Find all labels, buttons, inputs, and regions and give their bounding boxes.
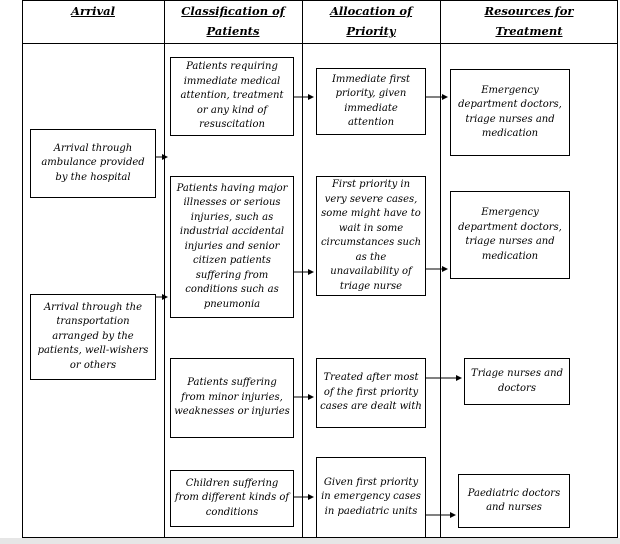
column-divider (302, 0, 303, 538)
resource-box-paediatric: Paediatric doctors and nurses (458, 474, 570, 528)
window-bottom-edge (0, 538, 620, 544)
arrival-transport-box: Arrival through the transportation arran… (30, 294, 156, 380)
priority-box-immediate: Immediate first priority, given immediat… (316, 68, 426, 135)
resource-box-emergency-1: Emergency department doctors, triage nur… (450, 69, 570, 156)
priority-box-first: First priority in very severe cases, som… (316, 176, 426, 296)
header-arrival: Arrival (71, 4, 115, 18)
classification-box-major: Patients having major illnesses or serio… (170, 176, 294, 318)
priority-box-after: Treated after most of the first priority… (316, 358, 426, 428)
classification-box-immediate: Patients requiring immediate medical att… (170, 57, 294, 136)
priority-box-paediatric: Given first priority in emergency cases … (316, 457, 426, 538)
resource-box-emergency-2: Emergency department doctors, triage nur… (450, 191, 570, 279)
header-divider (22, 43, 618, 44)
classification-box-children: Children suffering from different kinds … (170, 470, 294, 527)
resource-box-triage: Triage nurses and doctors (464, 358, 570, 405)
column-divider (164, 0, 165, 538)
arrival-ambulance-box: Arrival through ambulance provided by th… (30, 129, 156, 198)
classification-box-minor: Patients suffering from minor injuries, … (170, 358, 294, 438)
